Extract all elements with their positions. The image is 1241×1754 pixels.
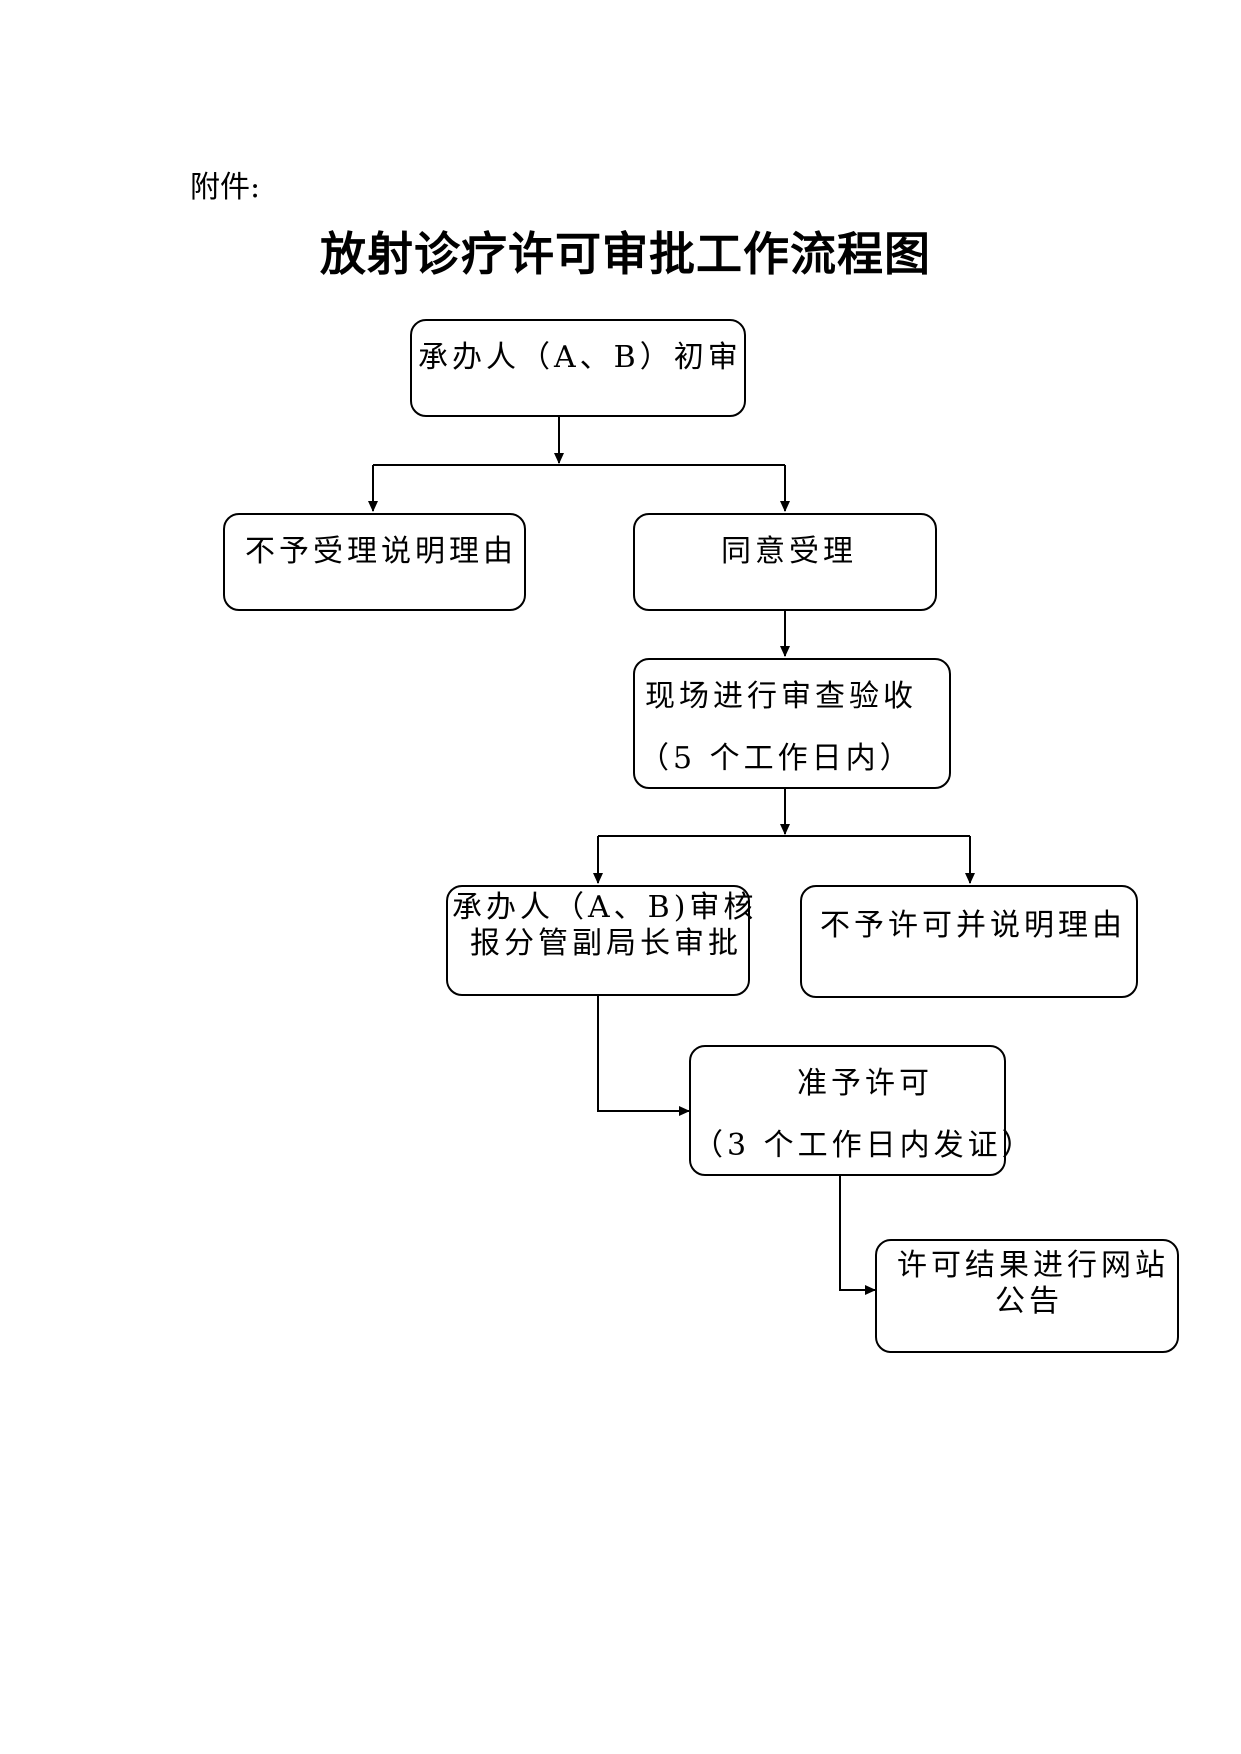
node-publish-line1: 许可结果进行网站: [897, 1248, 1169, 1283]
attachment-label: 附件:: [190, 170, 261, 205]
node-initial-review-label: 承办人（A、B）初审: [418, 340, 742, 375]
arrow-handler-to-grant: [597, 996, 690, 1116]
node-onsite-review-line1: 现场进行审查验收: [645, 679, 917, 714]
node-reject-acceptance-label: 不予受理说明理由: [245, 534, 517, 569]
node-deny-permit: 不予许可并说明理由: [800, 885, 1138, 998]
node-agree-acceptance-label: 同意受理: [721, 534, 857, 569]
node-initial-review: 承办人（A、B）初审: [410, 319, 746, 417]
node-deny-permit-label: 不予许可并说明理由: [820, 908, 1126, 943]
node-handler-review: 承办人（A、B)审核 报分管副局长审批: [446, 885, 753, 996]
node-onsite-review: 现场进行审查验收 （5 个工作日内）: [633, 658, 951, 789]
node-grant-permit-line1: 准予许可: [797, 1066, 933, 1101]
node-grant-permit: 准予许可 （3 个工作日内发证）: [689, 1045, 1032, 1176]
node-handler-review-line1: 承办人（A、B)审核: [452, 890, 758, 925]
arrow-grant-to-publish: [839, 1176, 876, 1295]
node-publish: 许可结果进行网站 公告: [875, 1239, 1179, 1353]
node-handler-review-line2: 报分管副局长审批: [470, 926, 742, 961]
node-reject-acceptance: 不予受理说明理由: [223, 513, 526, 611]
node-publish-line2: 公告: [995, 1284, 1063, 1319]
page-title: 放射诊疗许可审批工作流程图: [320, 227, 931, 281]
node-grant-permit-line2: （3 个工作日内发证）: [693, 1128, 1036, 1163]
node-agree-acceptance: 同意受理: [633, 513, 937, 611]
node-onsite-review-line2: （5 个工作日内）: [639, 741, 914, 776]
